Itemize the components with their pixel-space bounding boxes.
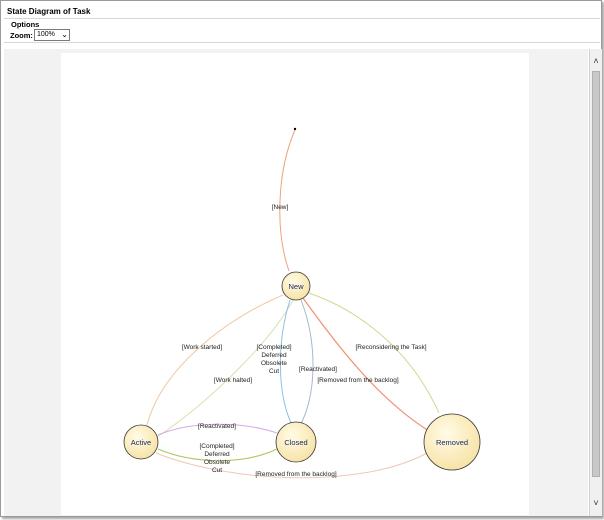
edge-label-completed2-line3: Obsolete xyxy=(204,459,230,466)
edge-label-reactivated-new: [Reactivated] xyxy=(299,366,337,373)
edge-label-removed-backlog-new: [Removed from the backlog] xyxy=(317,377,398,384)
edge-new-active xyxy=(146,294,284,426)
scroll-thumb[interactable] xyxy=(592,71,600,477)
edge-active-closed xyxy=(157,448,278,462)
edge-active-removed xyxy=(155,452,428,479)
state-label-closed: Closed xyxy=(284,438,307,447)
start-point xyxy=(293,127,297,131)
edge-start-new xyxy=(279,129,296,272)
state-label-removed: Removed xyxy=(436,438,468,447)
edge-new-closed xyxy=(279,299,292,424)
window-title: State Diagram of Task xyxy=(4,5,600,19)
options-panel: Options Zoom: 100% ⌄ xyxy=(4,19,600,43)
edge-label-completed2-line2: Deferred xyxy=(204,451,230,458)
edge-label-work-halted: [Work halted] xyxy=(214,377,252,384)
state-label-active: Active xyxy=(131,438,151,447)
edge-label-reactivated-active: [Reactivated] xyxy=(198,423,236,430)
scroll-up-icon[interactable]: ˄ xyxy=(593,56,599,66)
state-node-new[interactable]: New xyxy=(281,271,311,301)
zoom-select[interactable]: 100% ⌄ xyxy=(34,29,70,41)
vertical-scrollbar[interactable]: ˄ ˅ xyxy=(589,49,602,516)
edge-active-new xyxy=(156,299,294,438)
edge-label-new: [New] xyxy=(272,204,289,211)
edge-label-completed-line2: Deferred xyxy=(261,352,287,359)
edge-label-completed2-line4: Cut xyxy=(212,467,222,474)
edge-label-removed-backlog-active: [Removed from the backlog] xyxy=(255,471,336,478)
edge-closed-new xyxy=(300,299,314,425)
edge-removed-new xyxy=(308,292,440,414)
edge-closed-active xyxy=(157,423,278,436)
chevron-down-icon[interactable]: ⌄ xyxy=(61,30,68,39)
state-label-new: New xyxy=(288,282,304,291)
options-section-label: Options xyxy=(11,20,40,29)
edge-new-removed xyxy=(302,297,430,432)
edge-label-work-started: [Work started] xyxy=(182,344,223,351)
scroll-down-icon[interactable]: ˅ xyxy=(593,498,599,508)
zoom-label: Zoom: xyxy=(10,31,33,40)
state-node-removed[interactable]: Removed xyxy=(423,413,481,471)
edge-label-reconsidering: [Reconsidering the Task] xyxy=(355,344,426,351)
edge-label-completed-line1: [Completed] xyxy=(256,344,291,351)
edge-label-completed-line3: Obsolete xyxy=(261,360,287,367)
edge-label-completed-line4: Cut xyxy=(269,368,279,375)
edge-label-completed2-line1: [Completed] xyxy=(199,443,234,450)
state-node-active[interactable]: Active xyxy=(123,424,159,460)
state-node-closed[interactable]: Closed xyxy=(275,421,317,463)
zoom-value: 100% xyxy=(37,31,55,38)
